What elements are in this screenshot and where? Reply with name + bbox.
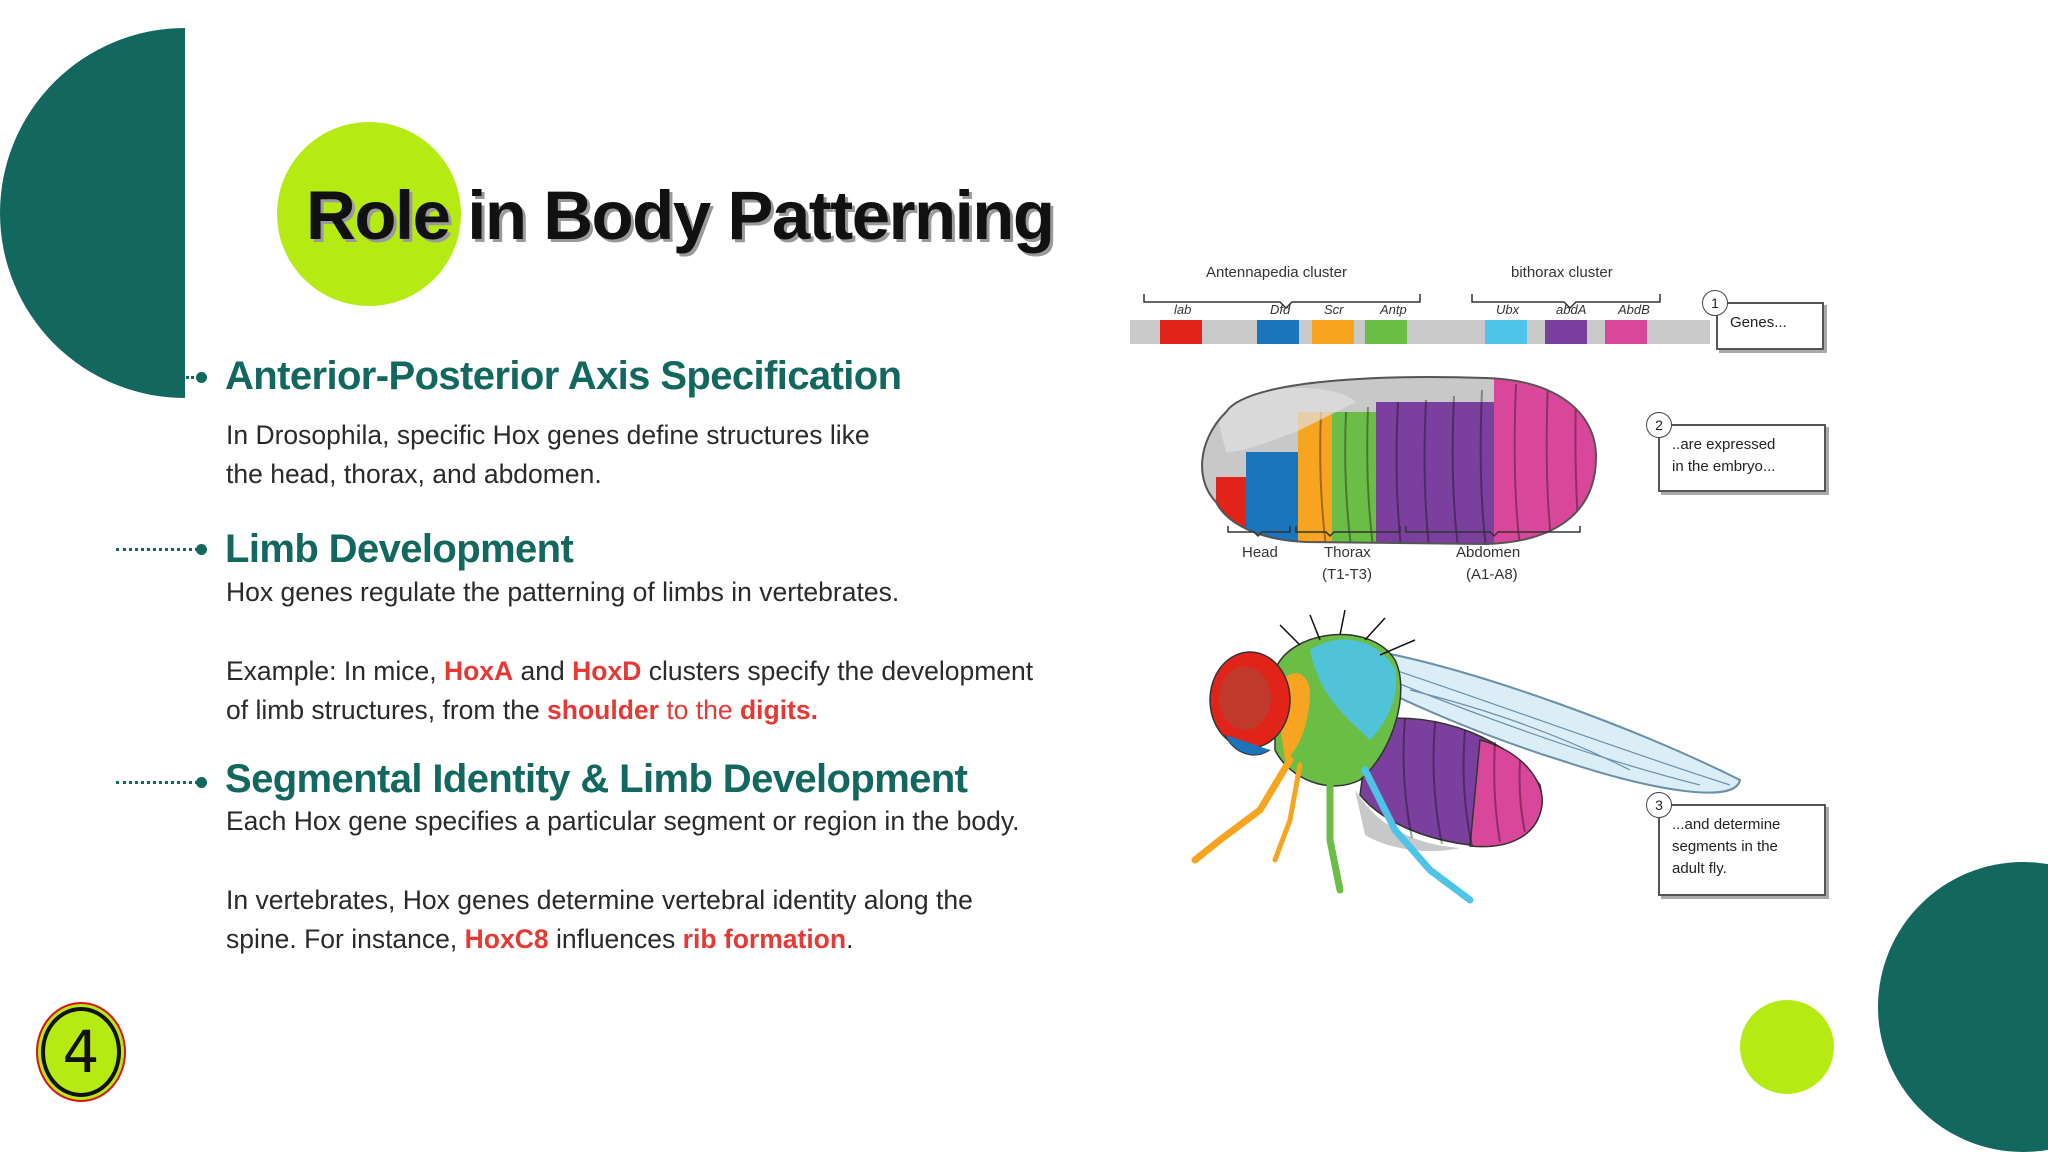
region-label-head: Head	[1242, 544, 1278, 561]
region-label-abdomen: Abdomen	[1456, 544, 1521, 561]
gene-block-Dfd	[1257, 320, 1299, 344]
section-heading-segmental: Segmental Identity & Limb Development	[225, 757, 968, 801]
gene-label: lab	[1174, 302, 1192, 317]
region-label-thorax-range: (T1-T3)	[1322, 566, 1372, 583]
text-line: the head, thorax, and abdomen.	[226, 459, 602, 489]
text-line: of limb structures, from the shoulder to…	[226, 695, 819, 725]
cluster-label-bithorax: bithorax cluster	[1511, 264, 1613, 281]
title-highlight-word: Role	[306, 177, 451, 254]
page-number: 4	[63, 1018, 100, 1086]
gene-label: abdA	[1556, 302, 1587, 317]
region-label-abdomen-range: (A1-A8)	[1466, 566, 1518, 583]
callout-expressed: ..are expressed in the embryo...	[1658, 424, 1826, 492]
section-text-axis: In Drosophila, specific Hox genes define…	[226, 416, 870, 494]
callout-number: 2	[1646, 412, 1672, 438]
gene-block-Scr	[1312, 320, 1354, 344]
section-text-limb: Hox genes regulate the patterning of lim…	[226, 573, 1126, 730]
section-connector	[116, 781, 198, 784]
page-number-badge: 4	[34, 1000, 128, 1104]
section-bullet	[196, 372, 207, 383]
region-braces	[1227, 526, 1581, 538]
embryo-illustration	[1201, 376, 1598, 546]
callout-genes: Genes...	[1716, 302, 1824, 350]
section-bullet	[196, 777, 207, 788]
gene-label: AbdB	[1618, 302, 1650, 317]
gene-block-abdA	[1545, 320, 1587, 344]
section-text-segmental: Each Hox gene specifies a particular seg…	[226, 802, 1126, 959]
callout-segments: ...and determine segments in the adult f…	[1658, 804, 1826, 896]
text-line: In vertebrates, Hox genes determine vert…	[226, 885, 973, 915]
gene-label: Ubx	[1496, 302, 1520, 317]
text-line: Hox genes regulate the patterning of lim…	[226, 577, 900, 607]
section-connector	[186, 376, 200, 379]
gene-label: Dfd	[1270, 302, 1291, 317]
text-line: spine. For instance, HoxC8 influences ri…	[226, 924, 854, 954]
section-connector	[116, 548, 198, 551]
decorative-green-dot	[1740, 1000, 1834, 1094]
gene-label: Scr	[1324, 302, 1344, 317]
section-heading-axis: Anterior-Posterior Axis Specification	[225, 354, 902, 398]
adult-fly-illustration	[1191, 610, 1742, 904]
text-line: Each Hox gene specifies a particular seg…	[226, 806, 1020, 836]
title-highlight-circle	[277, 122, 461, 306]
section-heading-limb: Limb Development	[225, 527, 574, 571]
gene-cluster-diagram	[1130, 294, 1710, 344]
decorative-half-circle-right	[1878, 862, 2048, 1152]
text-line: Example: In mice, HoxA and HoxD clusters…	[226, 656, 1034, 686]
gene-block-Ubx	[1485, 320, 1527, 344]
gene-block-lab	[1160, 320, 1202, 344]
cluster-label-antennapedia: Antennapedia cluster	[1206, 264, 1347, 281]
gene-block-Antp	[1365, 320, 1407, 344]
page-title: Role in Body Patterning	[306, 176, 1055, 255]
gene-block-AbdB	[1605, 320, 1647, 344]
region-label-thorax: Thorax	[1324, 544, 1371, 561]
gene-label: Antp	[1380, 302, 1407, 317]
text-line: In Drosophila, specific Hox genes define…	[226, 420, 870, 450]
decorative-half-circle-left	[0, 28, 185, 398]
section-bullet	[196, 544, 207, 555]
callout-number: 1	[1702, 290, 1728, 316]
callout-number: 3	[1646, 792, 1672, 818]
title-rest: in Body Patterning	[467, 177, 1055, 254]
